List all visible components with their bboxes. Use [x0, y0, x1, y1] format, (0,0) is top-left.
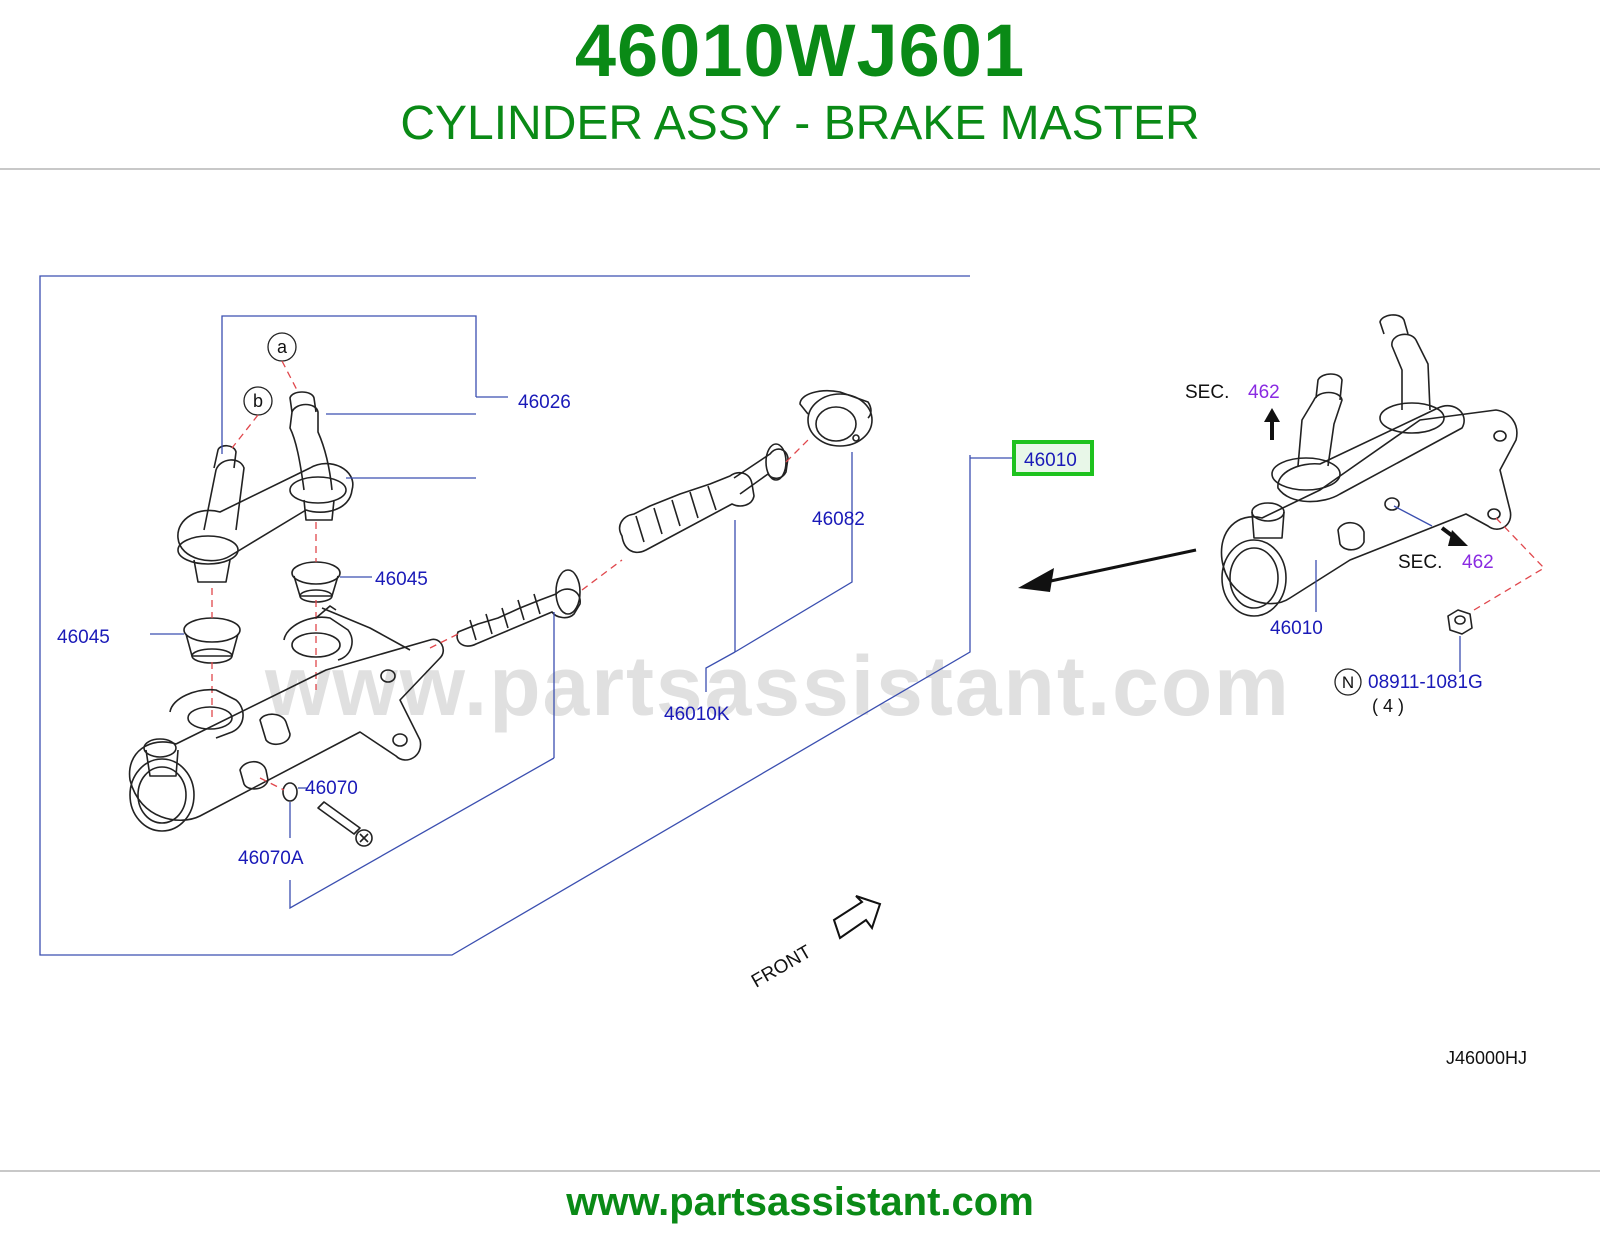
svg-text:N: N [1342, 673, 1354, 692]
svg-text:a: a [277, 337, 288, 357]
footer-divider [0, 1170, 1600, 1172]
callout-46010-right[interactable]: 46010 [1270, 618, 1323, 639]
callout-46082[interactable]: 46082 [812, 509, 865, 530]
callout-46010-box[interactable]: 46010 [1024, 450, 1077, 471]
callout-46070[interactable]: 46070 [305, 778, 358, 799]
callout-46010-highlight[interactable]: 46010 [1012, 440, 1094, 476]
seal-ring [282, 782, 298, 802]
leader-46082 [734, 452, 853, 653]
secondary-piston-assembly [618, 443, 789, 554]
callout-46010K[interactable]: 46010K [664, 704, 730, 725]
callout-46026[interactable]: 46026 [518, 392, 571, 413]
watermark-text: www.partsassistant.com [264, 639, 1291, 733]
grommet-lower [183, 617, 241, 664]
front-arrow-icon [832, 895, 882, 940]
master-cylinder-body [128, 605, 445, 832]
grommet-upper [291, 561, 341, 603]
primary-piston-assembly [456, 569, 581, 647]
assembly-reference-arrow [1018, 548, 1197, 592]
diagram-code: J46000HJ [1446, 1048, 1527, 1068]
part-number-title: 46010WJ601 [574, 9, 1026, 92]
callout-46070A[interactable]: 46070A [238, 848, 304, 869]
svg-text:SEC.: SEC. [1398, 552, 1442, 573]
sec-down-right-arrow-icon [1440, 526, 1468, 546]
flange-nut [1447, 609, 1473, 635]
svg-text:SEC.: SEC. [1185, 382, 1229, 403]
svg-text:462: 462 [1462, 552, 1494, 573]
circle-label-b: b [243, 386, 273, 416]
stopper-bolt [317, 801, 373, 847]
exploded-view-frame [39, 275, 971, 956]
sec-up-arrow-icon [1264, 408, 1280, 440]
callout-46045-left[interactable]: 46045 [57, 627, 110, 648]
circle-label-a: a [267, 332, 297, 362]
svg-text:462: 462 [1248, 382, 1280, 403]
nut-reference-dashline [1473, 517, 1546, 611]
leader-46026 [221, 315, 477, 454]
assembled-master-cylinder [1220, 314, 1518, 617]
front-label: FRONT [748, 941, 816, 992]
stopper-cap [799, 389, 873, 447]
quantity-label: ( 4 ) [1372, 696, 1404, 716]
reservoir-tube-assembly [177, 391, 354, 583]
circle-label-n: N [1334, 668, 1362, 696]
header-divider [0, 168, 1600, 170]
callout-46045-right[interactable]: 46045 [375, 569, 428, 590]
callout-08911-1081G[interactable]: 08911-1081G [1368, 672, 1483, 693]
footer-website-link[interactable]: www.partsassistant.com [566, 1180, 1034, 1224]
sec-reference-upper[interactable]: SEC. 462 [1185, 382, 1280, 403]
page-header: 46010WJ601 CYLINDER ASSY - BRAKE MASTER [0, 0, 1600, 168]
leader-46010K [705, 651, 736, 692]
sec-reference-lower[interactable]: SEC. 462 [1398, 552, 1494, 573]
svg-text:b: b [253, 391, 263, 411]
part-description-title: CYLINDER ASSY - BRAKE MASTER [400, 97, 1200, 150]
